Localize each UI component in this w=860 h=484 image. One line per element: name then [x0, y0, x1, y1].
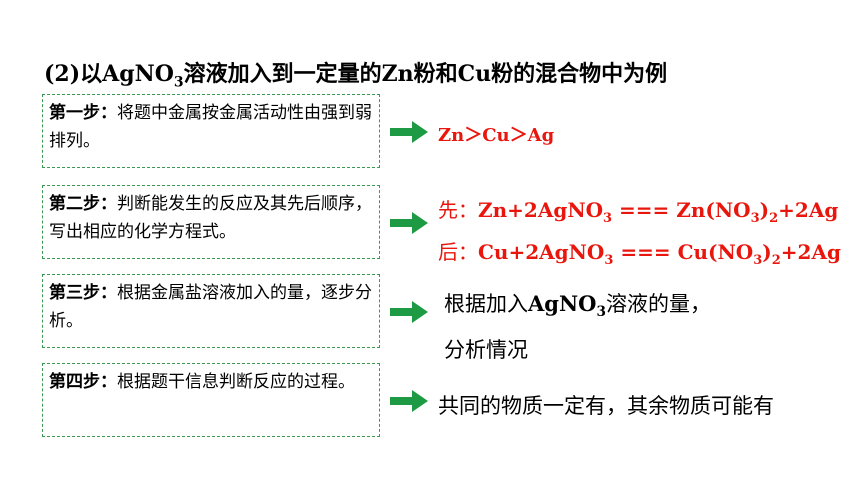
activity-order: Zn＞Cu＞Ag: [438, 125, 555, 146]
step-text: 根据金属盐溶液加入的量，逐步分析。: [49, 283, 372, 331]
step-3-box: 第三步：根据金属盐溶液加入的量，逐步分析。: [42, 274, 380, 348]
step4-result: 共同的物质一定有，其余物质可能有: [438, 394, 774, 418]
step-label: 第一步：: [49, 103, 117, 123]
step-text: 根据题干信息判断反应的过程。: [117, 372, 355, 392]
arrow-right-icon: [390, 121, 428, 143]
first-reaction-equation: 先：Zn+2AgNO3 === Zn(NO3)2+2Ag: [438, 198, 839, 226]
page-title: (2)以AgNO3溶液加入到一定量的Zn粉和Cu粉的混合物中为例: [44, 61, 668, 91]
arrow-right-icon: [390, 301, 428, 323]
step-label: 第三步：: [49, 283, 117, 303]
step3-result-line1: 根据加入AgNO3溶液的量，: [444, 291, 711, 321]
step-1-box: 第一步：将题中金属按金属活动性由强到弱排列。: [42, 94, 380, 168]
step3-result-line2: 分析情况: [444, 338, 528, 362]
arrow-right-icon: [390, 390, 428, 412]
step-text: 将题中金属按金属活动性由强到弱排列。: [49, 103, 372, 151]
step-label: 第四步：: [49, 372, 117, 392]
step-2-box: 第二步：判断能发生的反应及其先后顺序，写出相应的化学方程式。: [42, 185, 380, 259]
step-text: 判断能发生的反应及其先后顺序，写出相应的化学方程式。: [49, 194, 372, 242]
step-4-box: 第四步：根据题干信息判断反应的过程。: [42, 363, 380, 437]
step-label: 第二步：: [49, 194, 117, 214]
arrow-right-icon: [390, 212, 428, 234]
second-reaction-equation: 后：Cu+2AgNO3 === Cu(NO3)2+2Ag: [438, 240, 841, 268]
